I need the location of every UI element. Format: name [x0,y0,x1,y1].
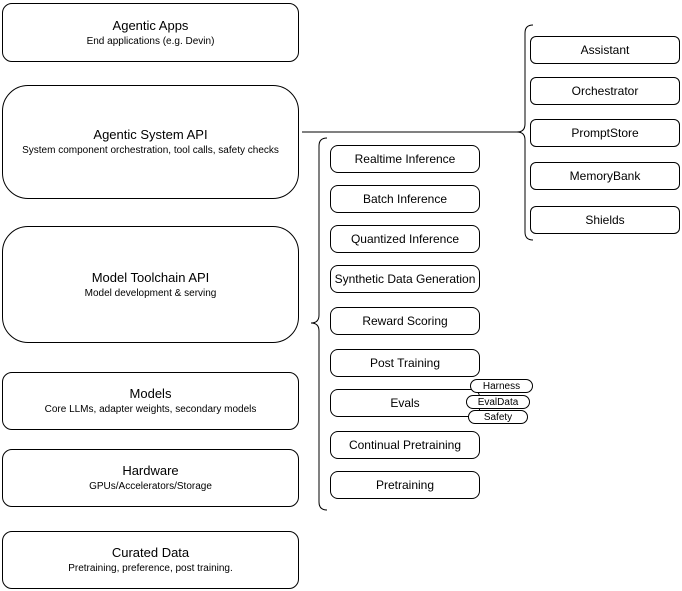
box-evals: Evals [330,389,480,417]
box-title: Agentic Apps [112,17,189,33]
box-label: Evals [390,396,420,410]
box-label: Shields [585,213,625,227]
box-title: Curated Data [111,545,190,560]
box-title: Agentic System API [93,127,208,142]
pill-label: Harness [482,380,521,392]
box-label: Realtime Inference [354,152,456,166]
box-agentic-system-api: Agentic System API System component orch… [2,85,299,199]
pill-evaldata: EvalData [466,395,530,409]
pill-safety: Safety [468,410,528,424]
box-models: Models Core LLMs, adapter weights, secon… [2,372,299,430]
box-subtitle: End applications (e.g. Devin) [86,35,215,47]
box-realtime-inference: Realtime Inference [330,145,480,173]
box-reward-scoring: Reward Scoring [330,307,480,335]
box-post-training: Post Training [330,349,480,377]
box-subtitle: Model development & serving [84,287,217,299]
box-orchestrator: Orchestrator [530,77,680,105]
box-label: Quantized Inference [350,232,460,246]
box-continual-pretraining: Continual Pretraining [330,431,480,459]
box-assistant: Assistant [530,36,680,64]
box-synthetic-data-generation: Synthetic Data Generation [330,265,480,293]
box-title: Model Toolchain API [91,269,210,285]
pill-label: Safety [483,411,513,423]
box-label: Synthetic Data Generation [334,272,476,286]
box-title: Models [129,386,172,401]
toolchain-group-brace [310,137,328,511]
box-shields: Shields [530,206,680,234]
box-label: Reward Scoring [362,314,448,328]
box-label: MemoryBank [569,169,641,183]
box-batch-inference: Batch Inference [330,185,480,213]
box-subtitle: Pretraining, preference, post training. [68,563,233,574]
box-label: PromptStore [571,126,639,140]
box-label: Post Training [369,356,441,370]
box-label: Assistant [580,43,630,57]
box-agentic-apps: Agentic Apps End applications (e.g. Devi… [2,3,299,62]
box-subtitle: System component orchestration, tool cal… [22,145,279,156]
box-quantized-inference: Quantized Inference [330,225,480,253]
box-pretraining: Pretraining [330,471,480,499]
box-label: Batch Inference [362,192,448,206]
box-subtitle: GPUs/Accelerators/Storage [89,481,212,492]
box-model-toolchain-api: Model Toolchain API Model development & … [2,226,299,343]
pill-label: EvalData [477,396,519,408]
pill-harness: Harness [470,379,533,393]
box-curated-data: Curated Data Pretraining, preference, po… [2,531,299,589]
box-hardware: Hardware GPUs/Accelerators/Storage [2,449,299,507]
box-label: Continual Pretraining [348,438,462,452]
box-label: Pretraining [375,478,435,492]
box-label: Orchestrator [571,84,639,98]
box-title: Hardware [122,463,179,478]
box-promptstore: PromptStore [530,119,680,147]
box-memorybank: MemoryBank [530,162,680,190]
box-subtitle: Core LLMs, adapter weights, secondary mo… [44,404,257,415]
